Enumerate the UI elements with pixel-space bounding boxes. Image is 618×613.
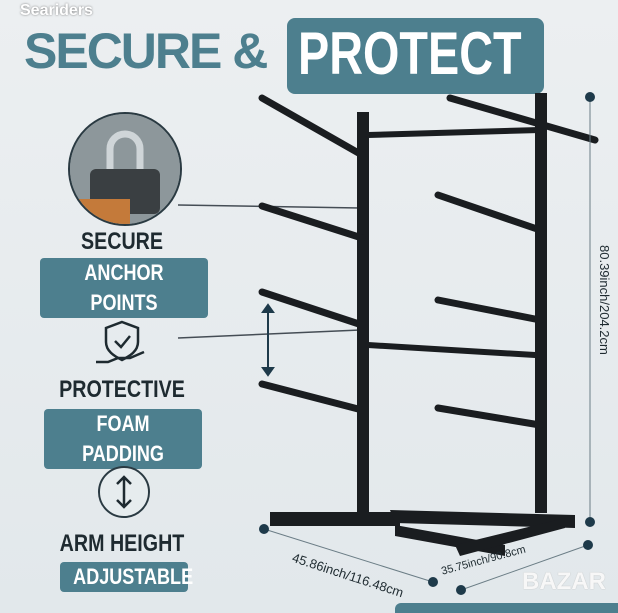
title-secure: SECURE & [24,23,268,79]
height-dimension: 80.39inch/204.2cm [597,245,612,355]
feature-2-line2: FOAM PADDING [44,409,202,469]
bottom-accent-bar [395,603,618,613]
feature-2-line1: PROTECTIVE [59,376,185,403]
feature-3-line2: ADJUSTABLE [60,562,193,592]
title-highlight-box [287,18,544,94]
padlock-icon [68,112,182,226]
watermark: BAZAR [522,568,606,595]
feature-1-line2: ANCHOR POINTS [40,258,208,318]
vertical-arrows-icon [98,466,150,518]
feature-3-line2-text: ADJUSTABLE [73,564,194,589]
feature-1-line1: SECURE [80,228,164,255]
title-protect: PROTECT [298,20,522,87]
feature-1-line2-text: ANCHOR POINTS [84,260,164,315]
feature-3-line1: ARM HEIGHT [59,530,185,557]
feature-2-line2-text: FOAM PADDING [82,411,164,466]
brand-logo: Seariders [20,2,93,19]
shield-hand-icon [94,318,150,375]
